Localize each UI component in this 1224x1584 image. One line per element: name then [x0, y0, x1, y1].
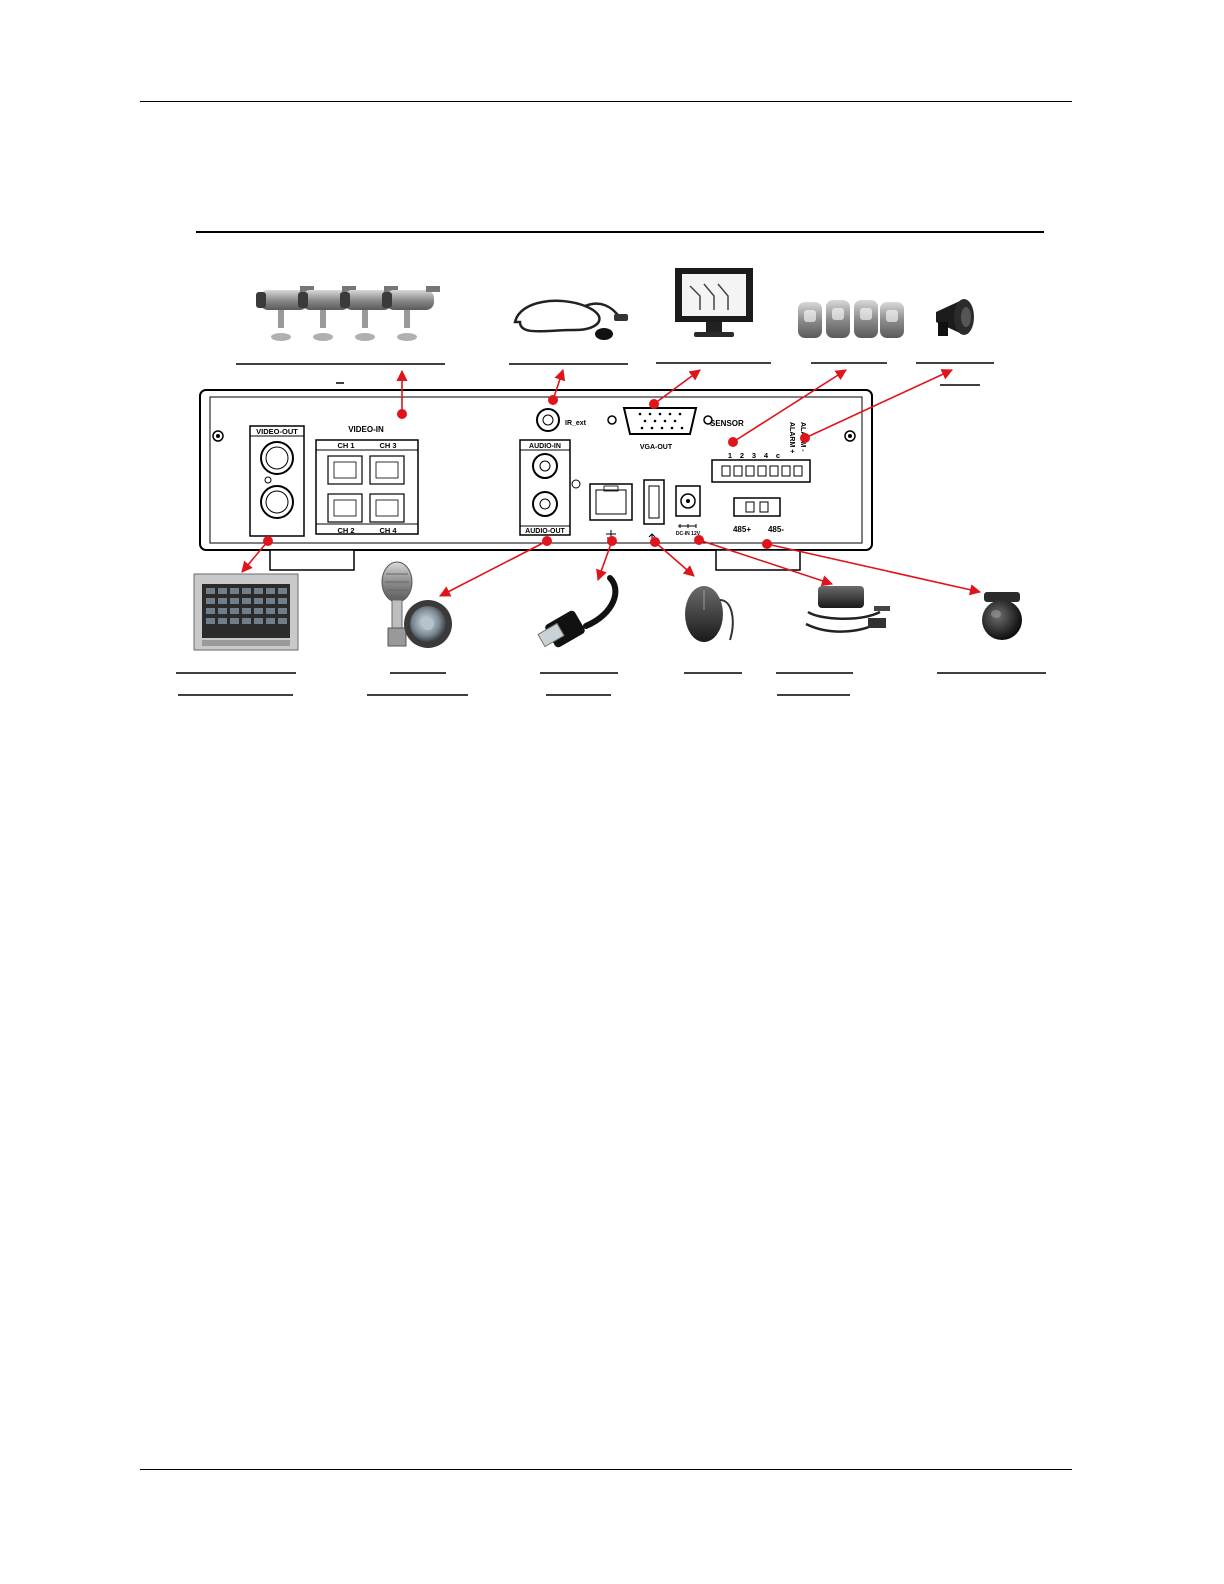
vga-out-label: VGA-OUT: [640, 444, 673, 451]
cctv-camera-icon: [256, 286, 440, 341]
lcd-monitor-icon: [675, 268, 753, 337]
arrow-mouse: [654, 541, 695, 577]
arrow-audio: [439, 540, 548, 597]
connection-points: [263, 395, 810, 549]
ir-extension-cable-icon: [513, 299, 628, 340]
footer-rule: [140, 1469, 1072, 1470]
sensor-pin-2: 2: [740, 451, 744, 460]
sensor-pin-c: c: [776, 451, 780, 460]
panel-labels: VIDEO-OUT VIDEO-IN CH 1 CH 3 CH 2 CH 4 I…: [256, 419, 806, 537]
arrow-sensors: [732, 369, 847, 443]
motion-sensor-icon: [798, 300, 904, 338]
sensor-pin-1: 1: [728, 451, 732, 460]
power-adapter-icon: [805, 586, 890, 633]
usb-mouse-icon: [685, 586, 734, 642]
alarm-plus-label: ALARM +: [788, 422, 795, 453]
bottom-label-rules: [176, 672, 1046, 696]
audio-in-label: AUDIO-IN: [529, 443, 561, 450]
arrow-ptz: [766, 543, 982, 596]
arrow-vga: [653, 369, 701, 405]
rs485-plus-label: 485+: [733, 525, 751, 534]
arrow-video-out: [241, 540, 269, 573]
connection-arrows: [241, 368, 982, 597]
video-out-label: VIDEO-OUT: [256, 427, 298, 436]
rs485-minus-label: 485-: [768, 525, 784, 534]
header-rule: [140, 101, 1072, 102]
arrow-network: [596, 540, 613, 582]
ptz-dome-camera-icon: [982, 592, 1022, 640]
ir-ext-label: IR_ext: [565, 420, 587, 427]
arrow-siren: [804, 369, 954, 439]
ch1-label: CH 1: [337, 441, 354, 450]
rj45-cable-icon: [537, 575, 619, 648]
siren-speaker-icon: [936, 299, 974, 336]
sensor-pin-3: 3: [752, 451, 756, 460]
microphone-icon: [381, 561, 413, 647]
sensor-label: SENSOR: [710, 419, 744, 428]
ch2-label: CH 2: [337, 526, 354, 535]
video-in-label: VIDEO-IN: [348, 425, 384, 434]
ch3-label: CH 3: [379, 441, 396, 450]
sensor-pin-4: 4: [764, 451, 769, 460]
arrow-power: [698, 539, 834, 587]
speaker-icon: [404, 600, 452, 648]
dc-in-label: DC-IN 12V: [676, 531, 701, 537]
top-label-rules: [236, 362, 994, 386]
arrow-ir-ext: [552, 368, 566, 401]
dvr-rear-panel: [199, 389, 873, 571]
crt-monitor-icon: [193, 573, 299, 651]
audio-out-label: AUDIO-OUT: [525, 528, 565, 535]
ch4-label: CH 4: [379, 526, 397, 535]
